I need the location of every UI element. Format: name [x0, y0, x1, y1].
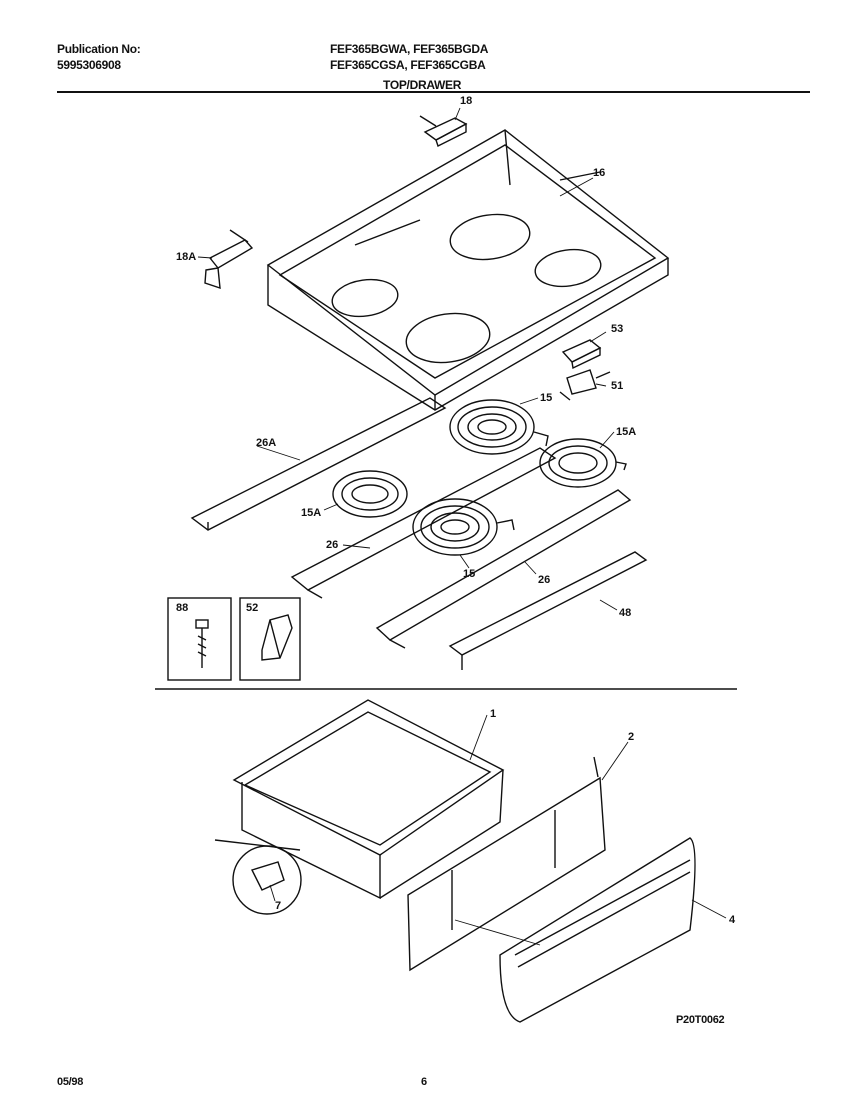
- element-small-left: [332, 470, 408, 518]
- cooktop: [266, 129, 670, 411]
- screw-icon: [195, 619, 209, 668]
- callout-element-large-front: 15: [463, 568, 476, 580]
- switch-block: [561, 339, 602, 370]
- callout-hinge-left: 18A: [176, 251, 197, 263]
- clip-icon: [261, 614, 293, 661]
- bracket-rear: [190, 397, 447, 531]
- callout-element-large-rear: 15: [540, 392, 553, 404]
- callout-bracket-front: 26: [538, 574, 551, 586]
- publication-label: Publication No:: [57, 42, 141, 56]
- terminal-block: [559, 369, 611, 401]
- diagram-code: P20T0062: [676, 1014, 725, 1026]
- section-title: TOP/DRAWER: [383, 78, 462, 92]
- callout-drawer-front: 4: [729, 914, 736, 926]
- callout-inset-clip: 52: [246, 602, 259, 614]
- bracket-left: [290, 447, 557, 599]
- date: 05/98: [57, 1076, 84, 1088]
- callout-element-small-left: 15A: [301, 507, 322, 519]
- hinge-right: [419, 115, 468, 147]
- drawer-glide: [214, 839, 302, 915]
- callout-terminal: 51: [611, 380, 624, 392]
- drawer-front-panel: [499, 837, 696, 1023]
- inset-box-clip: [239, 597, 301, 681]
- callout-element-small-right: 15A: [616, 426, 637, 438]
- hinge-left: [204, 229, 254, 290]
- drawer-back-panel: [407, 756, 606, 972]
- callout-bracket-left: 26: [326, 539, 339, 551]
- bracket-front: [375, 489, 632, 649]
- models-line-2: FEF365CGSA, FEF365CGBA: [330, 58, 486, 72]
- callout-switch: 53: [611, 323, 624, 335]
- inset-box-screw: [167, 597, 232, 681]
- publication-number: 5995306908: [57, 58, 121, 72]
- callout-drawer-body: 1: [490, 708, 497, 720]
- callout-bracket-rear: 26A: [256, 437, 277, 449]
- models-line-1: FEF365BGWA, FEF365BGDA: [330, 42, 489, 56]
- element-large-front: [412, 498, 515, 556]
- trim-strip: [448, 551, 648, 670]
- callout-drawer-back: 2: [628, 731, 635, 743]
- drawer-body: [232, 699, 505, 900]
- callout-hinge-right: 18: [460, 95, 473, 107]
- leader-lines: [197, 107, 727, 946]
- callout-trim: 48: [619, 607, 632, 619]
- callout-glide: 7: [275, 900, 282, 912]
- page-number: 6: [421, 1076, 427, 1088]
- element-small-right: [539, 438, 627, 488]
- callout-inset-screw: 88: [176, 602, 189, 614]
- element-large-rear: [449, 399, 549, 455]
- callout-cooktop: 16: [593, 167, 606, 179]
